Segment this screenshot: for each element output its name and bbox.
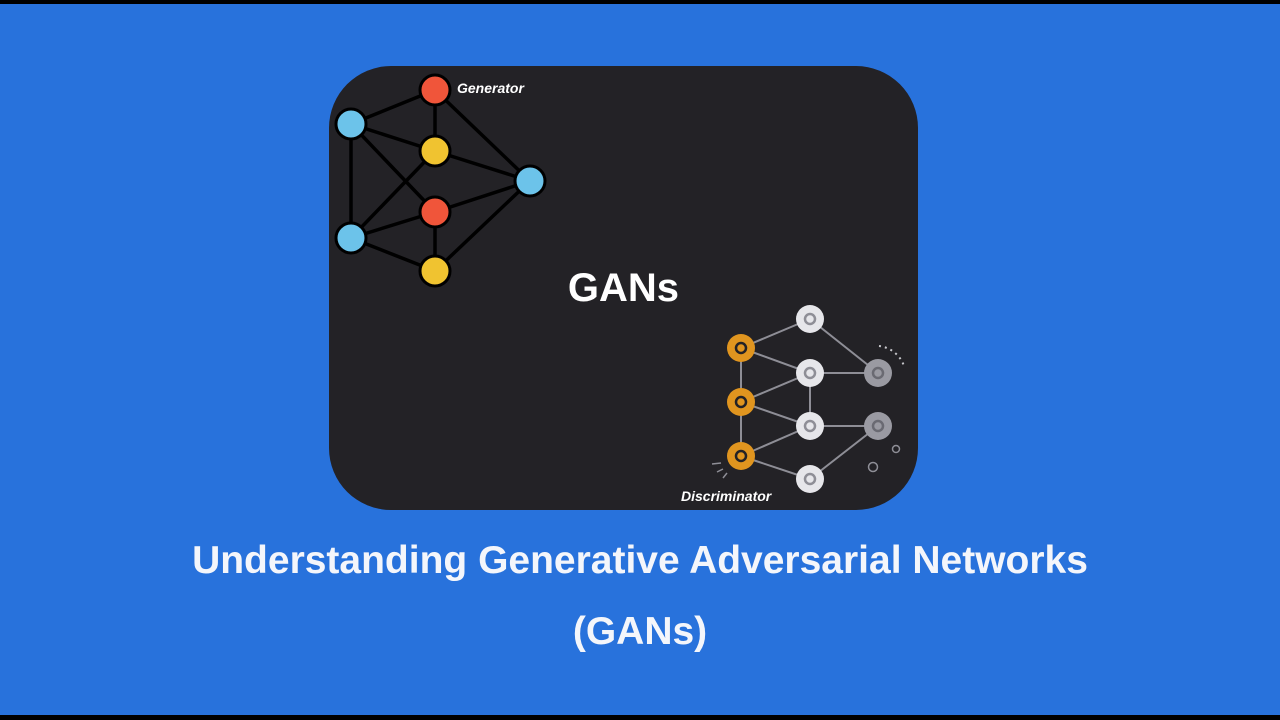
gans-network-diagram (334, 73, 905, 493)
card-title: GANs (567, 266, 680, 310)
generator-output-node (513, 164, 547, 198)
discriminator-edges (740, 318, 879, 480)
discriminator-input-node (727, 388, 755, 416)
generator-input-node (334, 107, 368, 141)
generator-hidden-node (418, 195, 452, 229)
discriminator-input-node (727, 442, 755, 470)
discriminator-input-node (727, 334, 755, 362)
discriminator-hidden-node (796, 465, 824, 493)
generator-hidden-node (418, 73, 452, 107)
gans-illustration-card: Generator GANs Discriminator (329, 66, 918, 510)
generator-hidden-node (418, 134, 452, 168)
generator-label: Generator (457, 80, 524, 96)
slide-caption-line-1: Understanding Generative Adversarial Net… (192, 539, 1088, 582)
discriminator-output-node (864, 412, 892, 440)
slide-background: Generator GANs Discriminator Understandi… (0, 4, 1280, 715)
generator-edges (349, 88, 532, 273)
discriminator-label: Discriminator (681, 488, 772, 504)
discriminator-hidden-node (796, 305, 824, 333)
generator-input-node (334, 221, 368, 255)
discriminator-hidden-node (796, 359, 824, 387)
discriminator-hidden-node (796, 412, 824, 440)
discriminator-output-node (864, 359, 892, 387)
slide-caption-line-2: (GANs) (572, 610, 708, 653)
generator-hidden-node (418, 254, 452, 288)
